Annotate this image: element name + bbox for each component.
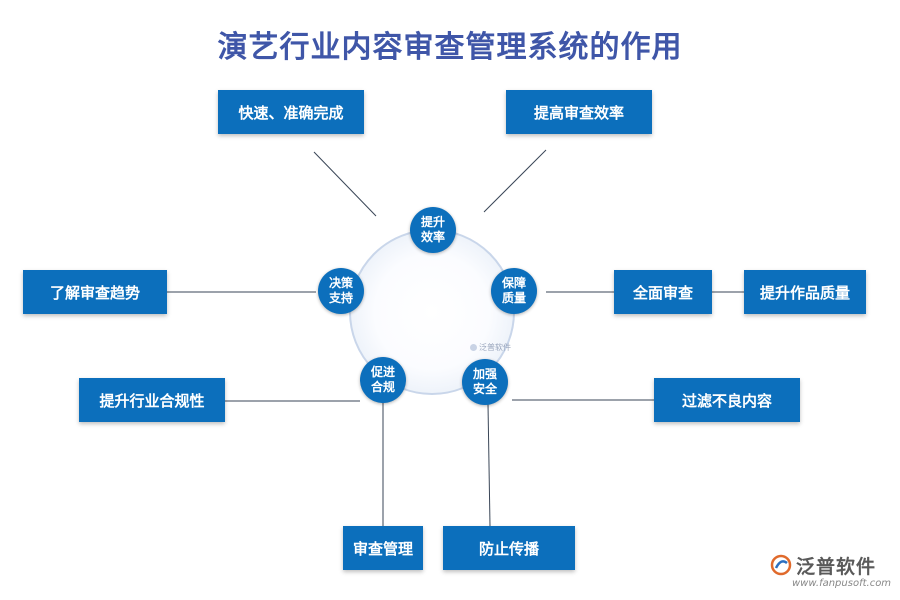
node-label: 加强安全 <box>472 367 497 396</box>
node-ensure-quality: 保障质量 <box>491 268 537 314</box>
box-improve-industry-compliance: 提升行业合规性 <box>79 378 225 422</box>
page-title: 演艺行业内容审查管理系统的作用 <box>217 30 683 65</box>
connector-prevent-spread <box>487 403 491 527</box>
box-review-management: 审查管理 <box>343 526 423 570</box>
watermark-text: 泛普软件 <box>479 343 511 352</box>
connector-fast-accurate <box>313 151 377 217</box>
brand-url: www.fanpusoft.com <box>792 578 892 589</box>
box-understand-review-trends: 了解审查趋势 <box>23 270 167 314</box>
box-improve-work-quality: 提升作品质量 <box>744 270 866 314</box>
connector-improve-review <box>483 149 547 213</box>
node-improve-efficiency: 提升效率 <box>410 207 456 253</box>
watermark-logo-icon <box>470 344 477 351</box>
brand-logo: 泛普软件 www.fanpusoft.com <box>766 550 894 592</box>
box-fast-accurate: 快速、准确完成 <box>218 90 364 134</box>
center-watermark: 泛普软件 <box>470 342 511 353</box>
node-decision-support: 决策支持 <box>318 268 364 314</box>
box-filter-bad-content: 过滤不良内容 <box>654 378 800 422</box>
node-label: 提升效率 <box>420 215 445 244</box>
node-label: 决策支持 <box>328 276 353 305</box>
node-enhance-security: 加强安全 <box>462 359 508 405</box>
node-promote-compliance: 促进合规 <box>360 357 406 403</box>
brand-logo-icon <box>770 554 792 576</box>
box-prevent-spread: 防止传播 <box>443 526 575 570</box>
brand-name: 泛普软件 <box>796 556 877 578</box>
node-label: 保障质量 <box>501 276 526 305</box>
node-label: 促进合规 <box>370 365 395 394</box>
box-improve-review-efficiency: 提高审查效率 <box>506 90 652 134</box>
box-comprehensive-review: 全面审查 <box>614 270 712 314</box>
